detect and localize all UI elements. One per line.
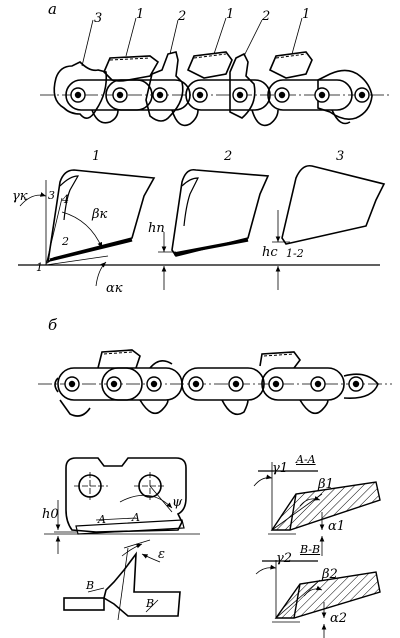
beta1-label: β1 [318, 477, 334, 492]
tooth-profile-2 [171, 168, 270, 257]
hc-label: hс [262, 245, 278, 260]
tooth-profile-3 [281, 164, 386, 245]
chain-a-leaders [81, 17, 303, 67]
chain-a-rivets [70, 87, 370, 103]
psi-label: ψ [172, 495, 183, 510]
point-4: 4 [62, 193, 69, 206]
callout-2a: 2 [178, 9, 187, 24]
chain-a [40, 51, 392, 127]
tooth-profile-1 [46, 169, 156, 264]
tooth-label-1: 1 [92, 149, 101, 164]
tooth-plan-view [63, 551, 181, 617]
B-label-left: B [86, 579, 95, 592]
hn-label: hп [148, 221, 165, 236]
dimension-hc [272, 210, 290, 290]
section-b-label: б [48, 316, 58, 334]
B-label-right: B [146, 597, 155, 610]
gamma1-label: γ1 [272, 461, 289, 476]
point-2: 2 [62, 235, 69, 248]
tooth-1-construction [19, 180, 109, 287]
alpha2-label: α2 [330, 611, 348, 626]
alpha-k-label: αк [106, 281, 123, 296]
point-3: 3 [48, 189, 55, 202]
chain-b-rivets [64, 376, 364, 392]
section-a-label: а [48, 0, 57, 18]
cutter-plate-marks [44, 472, 200, 554]
tooth-label-2: 2 [224, 149, 233, 164]
chain-b [38, 349, 392, 417]
section-AA [253, 462, 381, 556]
callout-1b: 1 [226, 7, 235, 22]
tooth-plan-marks [87, 539, 161, 621]
A-label-right: A [132, 511, 140, 524]
section-BB [255, 560, 381, 638]
label-1-2: 1-2 [286, 247, 304, 260]
h0-label: h0 [42, 507, 59, 522]
beta2-label: β2 [322, 567, 338, 582]
point-1: 1 [36, 261, 43, 274]
section-BB-title: B-B [300, 543, 321, 556]
callout-2b: 2 [262, 9, 271, 24]
gamma-k-label: γк [12, 189, 28, 204]
dimension-hn [158, 232, 176, 290]
alpha1-label: α1 [328, 519, 346, 534]
A-label-left: A [98, 513, 106, 526]
beta-k-label: βк [92, 207, 108, 222]
epsilon-label: ε [158, 547, 165, 562]
callout-3: 3 [94, 11, 103, 26]
callout-1a: 1 [136, 7, 145, 22]
section-AA-title: A-A [296, 453, 316, 466]
cutter-plate [65, 457, 187, 535]
tooth-label-3: 3 [336, 149, 345, 164]
gamma2-label: γ2 [276, 551, 293, 566]
callout-1c: 1 [302, 7, 311, 22]
